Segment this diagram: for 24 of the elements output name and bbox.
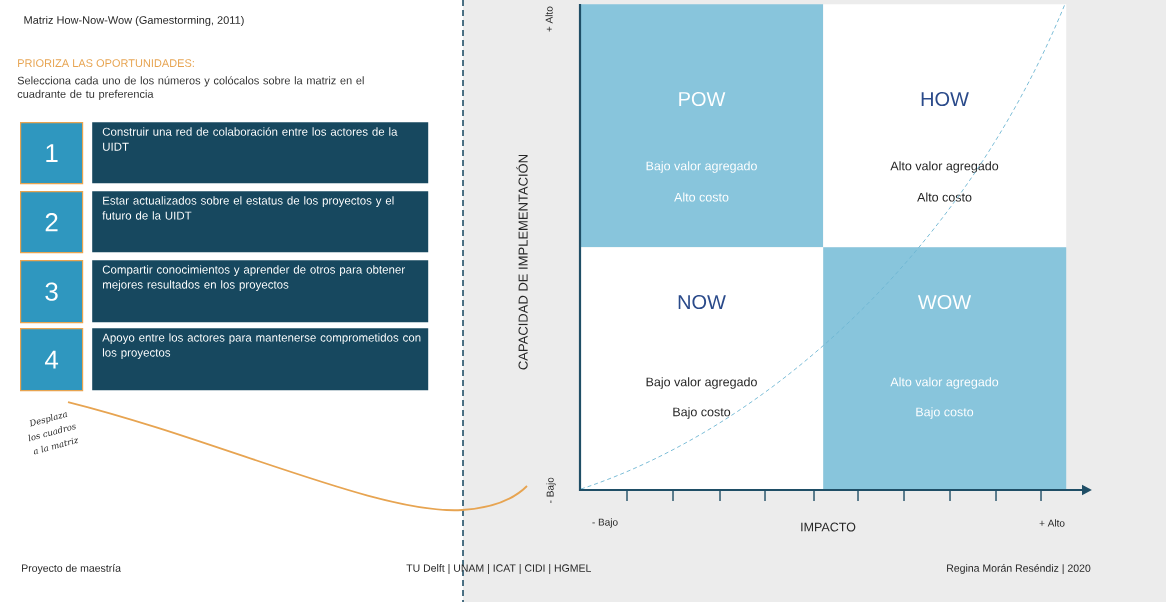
heading: PRIORIZA LAS OPORTUNIDADES: <box>18 59 194 67</box>
text-box: Compartir conocimientos y aprender de otros para obtener mejores resultados en los proyectos <box>92 260 429 323</box>
text-box: Apoyo entre los actores para mantenerse comprometidos con los proyectos <box>92 328 429 391</box>
number-box: 2 <box>20 191 84 254</box>
axis-label: - Bajo <box>546 477 556 503</box>
footer-text: Proyecto de maestría <box>22 564 121 574</box>
axis-label: - Bajo <box>592 518 618 528</box>
number-box: 4 <box>20 328 84 392</box>
quadrant: WOW Alto valor agregado Bajo costo <box>823 247 1067 491</box>
quadrant: HOW Alto valor agregado Alto costo <box>823 4 1067 248</box>
footer-text: Regina Morán Reséndiz | 2020 <box>947 564 1091 574</box>
axis-title: IMPACTO <box>801 522 856 532</box>
text-box: Construir una red de colaboración entre los actores de la UIDT <box>92 122 429 184</box>
instruction-text: Selecciona cada uno de los números y colócalos sobre la matriz en el cuadrante de tu preferencia <box>17 76 364 101</box>
quadrant: NOW Bajo valor agregado Bajo costo <box>580 247 824 491</box>
axis-label: + Alto <box>1039 519 1065 527</box>
title: Matriz How-Now-Wow (Gamestorming, 2011) <box>24 15 244 27</box>
number-box: 1 <box>20 122 84 185</box>
text-box: Estar actualizados sobre el estatus de los proyectos y el futuro de la UIDT <box>92 191 429 253</box>
quadrant: POW Bajo valor agregado Alto costo <box>580 4 824 248</box>
footer-text: TU Delft | UNAM | ICAT | CIDI | HGMEL <box>406 564 591 574</box>
axis-title: CAPACIDAD DE IMPLEMENTACIÓN <box>516 154 528 370</box>
number-box: 3 <box>20 260 84 324</box>
axis-label: + Alto <box>545 6 553 32</box>
